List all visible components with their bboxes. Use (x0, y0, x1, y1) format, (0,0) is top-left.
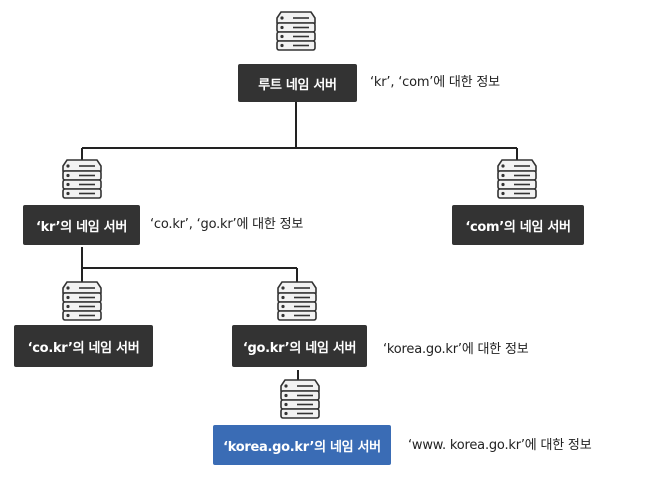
server-icon (59, 158, 105, 202)
kr-name-server-label: ‘kr’의 네임 서버 (35, 219, 128, 235)
server-icon (277, 378, 323, 422)
connector-root-children (81, 102, 518, 160)
connector-kr-children (81, 247, 298, 282)
cokr-name-server-box: ‘co.kr’의 네임 서버 (14, 325, 153, 367)
kr-name-server-box: ‘kr’의 네임 서버 (23, 205, 140, 245)
cokr-name-server-label: ‘co.kr’의 네임 서버 (27, 340, 140, 356)
gokr-note: ‘korea.go.kr’에 대한 정보 (383, 342, 529, 357)
koreagokr-name-server-box: ‘korea.go.kr’의 네임 서버 (213, 425, 391, 465)
koreagokr-name-server-label: ‘korea.go.kr’의 네임 서버 (223, 439, 381, 455)
server-icon (494, 158, 540, 202)
server-icon (274, 280, 320, 324)
kr-note: ‘co.kr’, ‘go.kr’에 대한 정보 (150, 217, 304, 232)
root-name-server-label: 루트 네임 서버 (258, 77, 337, 93)
gokr-name-server-box: ‘go.kr’의 네임 서버 (232, 325, 367, 367)
gokr-name-server-label: ‘go.kr’의 네임 서버 (242, 340, 357, 356)
koreagokr-note: ‘www. korea.go.kr’에 대한 정보 (408, 438, 592, 453)
server-icon (59, 280, 105, 324)
root-name-server-box: 루트 네임 서버 (238, 64, 357, 102)
com-name-server-box: ‘com’의 네임 서버 (452, 205, 584, 245)
com-name-server-label: ‘com’의 네임 서버 (465, 219, 571, 235)
server-icon (273, 10, 319, 54)
root-note: ‘kr’, ‘com’에 대한 정보 (370, 75, 500, 90)
